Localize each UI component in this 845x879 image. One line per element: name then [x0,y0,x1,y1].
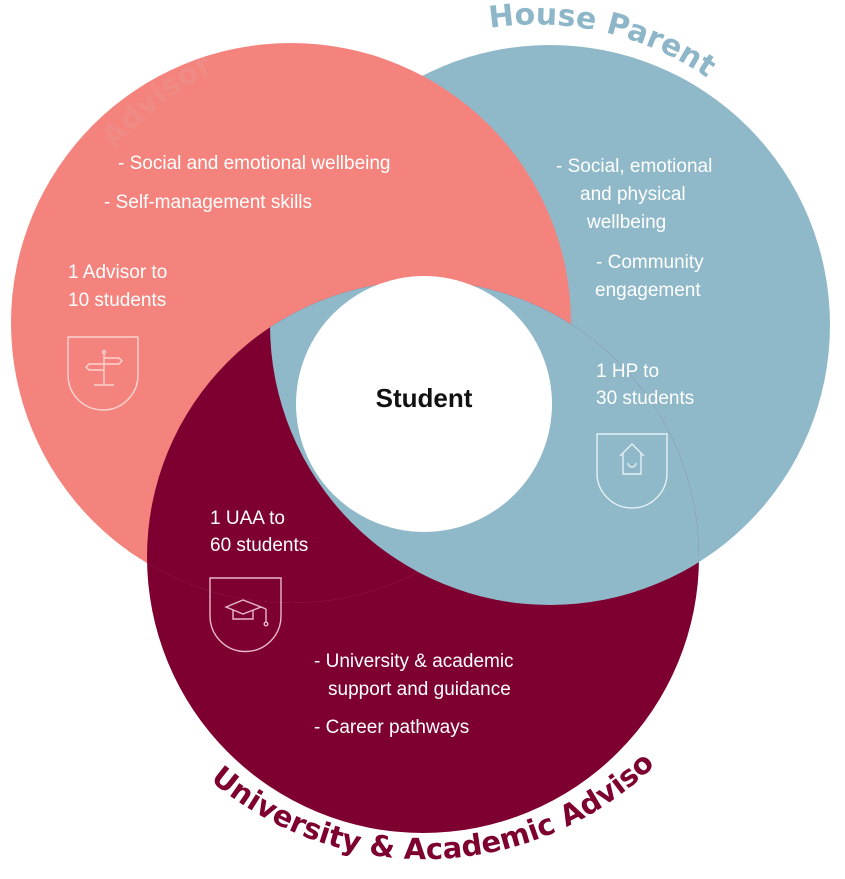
advisor-ratio-line1: 1 Advisor to [68,262,168,283]
hp-bullet2-line1: - Community [596,252,704,273]
uaa-bullet2: - Career pathways [314,717,470,738]
hp-ratio-line1: 1 HP to [596,361,660,382]
signpost-icon [67,336,139,411]
hp-bullet1-line3: wellbeing [587,212,667,233]
advisor-ratio-line2: 10 students [68,290,167,311]
uaa-ratio-line1: 1 UAA to [210,508,285,529]
uaa-bullet1-line2: support and guidance [328,679,511,700]
student-label: Student [375,383,473,413]
advisor-bullet: - Self-management skills [104,192,313,213]
hp-bullet2-line2: engagement [595,280,701,301]
hp-bullet1-line2: and physical [580,184,686,205]
student-circle [296,276,552,532]
house-icon [596,433,668,509]
advisor-bullet: - Social and emotional wellbeing [118,153,391,174]
hp-ratio-line2: 30 students [596,388,695,409]
uaa-bullet1-line1: - University & academic [314,651,514,672]
graduation-cap-icon [209,577,282,653]
uaa-ratio-line2: 60 students [210,535,309,556]
hp-bullet1-line1: - Social, emotional [556,156,713,177]
